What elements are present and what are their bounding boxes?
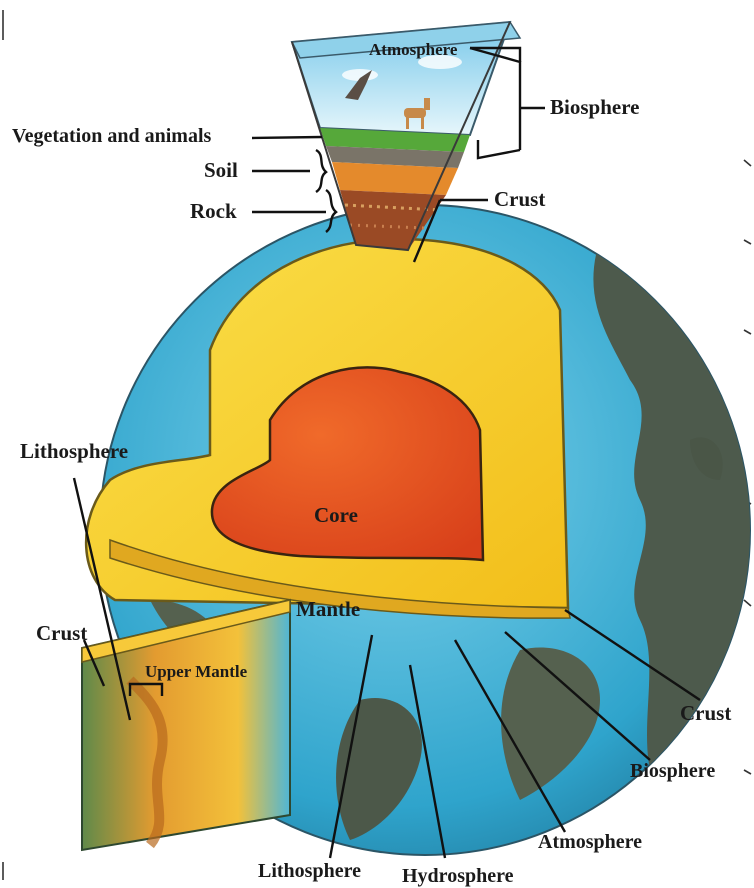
label-upper-mantle: Upper Mantle	[145, 662, 248, 681]
label-atmosphere-bottom: Atmosphere	[538, 831, 642, 853]
label-mantle: Mantle	[296, 597, 360, 621]
label-atmosphere-top: Atmosphere	[369, 40, 458, 59]
label-rock: Rock	[190, 199, 237, 223]
label-crust-right: Crust	[680, 701, 731, 725]
label-lithosphere-bottom: Lithosphere	[258, 860, 361, 882]
label-crust-top: Crust	[494, 187, 545, 211]
cutout-wedge	[82, 600, 290, 850]
label-vegetation: Vegetation and animals	[12, 125, 212, 147]
label-hydrosphere: Hydrosphere	[402, 865, 514, 887]
label-soil: Soil	[204, 158, 238, 182]
label-core: Core	[314, 503, 358, 527]
label-crust-left: Crust	[36, 621, 87, 645]
label-biosphere-right: Biosphere	[630, 760, 715, 782]
label-biosphere-top: Biosphere	[550, 95, 639, 119]
label-lithosphere-left: Lithosphere	[20, 439, 128, 463]
